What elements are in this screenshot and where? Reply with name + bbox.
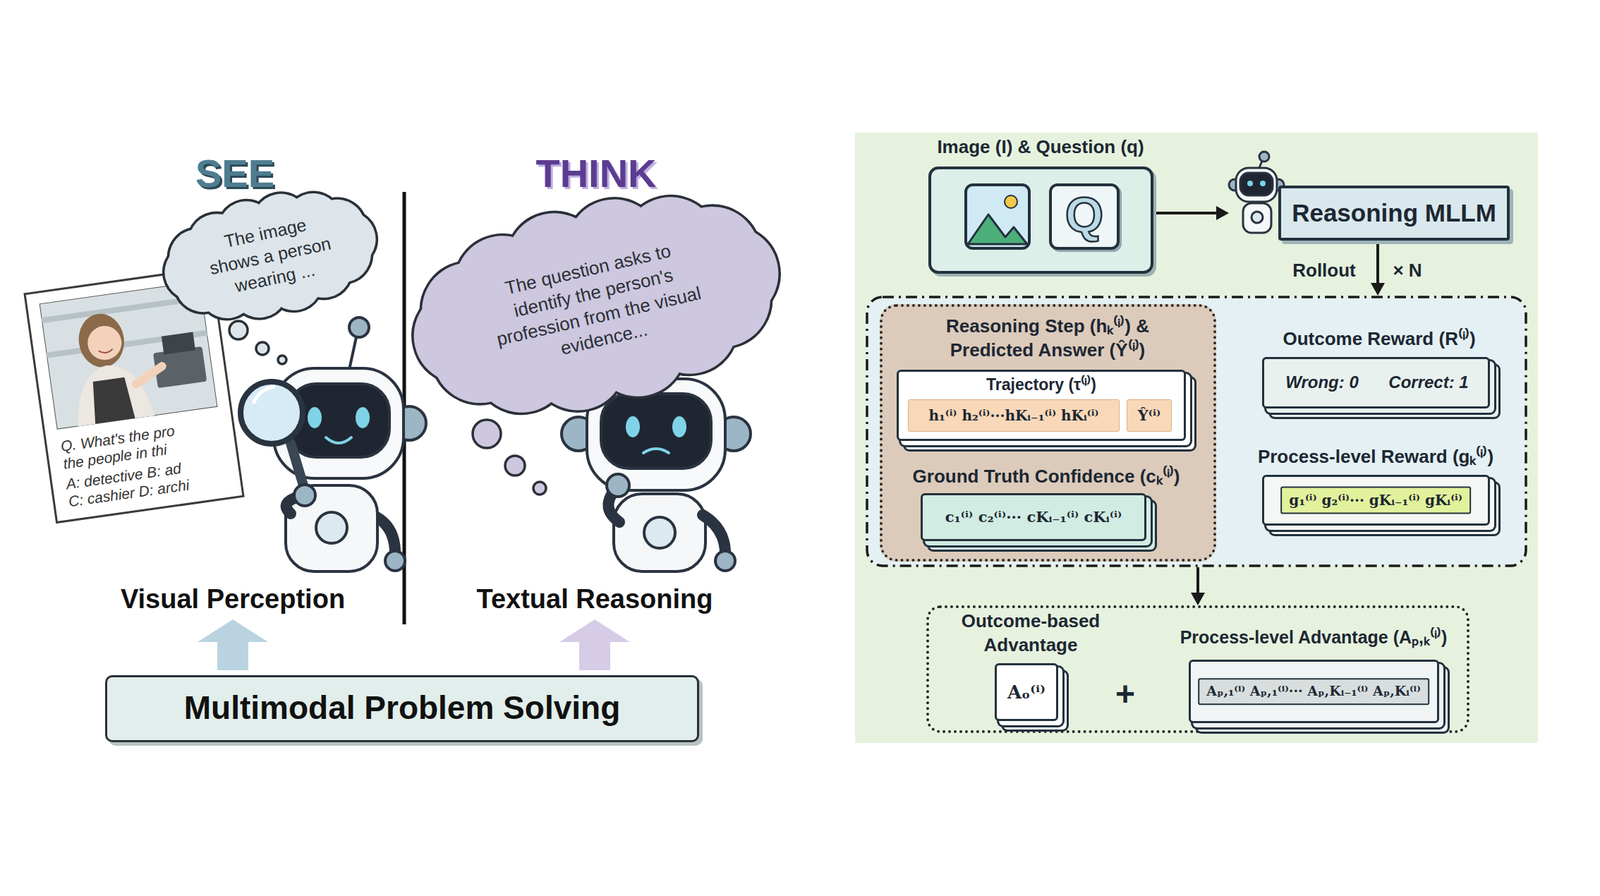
image-icon [964,183,1031,250]
advantage-region: +Outcome-based AdvantageAₒ⁽ⁱ⁾Process-lev… [926,605,1470,733]
node-subtext: Wrong: 0 [1285,371,1359,393]
trajectory-card: Trajectory (τ⁽ⁱ⁾) h₁⁽ⁱ⁾ h₂⁽ⁱ⁾···hKᵢ₋₁⁽ⁱ⁾ … [896,369,1186,441]
rollout-region: Rollout× NReasoning Step (hₖ⁽ⁱ⁾) & Predi… [865,295,1528,568]
node-text: Process-level Reward (gₖ⁽ⁱ⁾) [1257,445,1494,469]
node-text: Trajectory (τ⁽ⁱ⁾) [986,374,1097,396]
robot-figure [240,317,427,572]
node-subtext: Aₚ,₁⁽ⁱ⁾ Aₚ,₁⁽ⁱ⁾··· Aₚ,Kᵢ₋₁⁽ⁱ⁾ Aₚ,Kᵢ⁽ⁱ⁾ [1197,677,1430,705]
arrow-line [1196,567,1200,595]
node-text: Multimodal Problem Solving [184,687,621,729]
input-box: Image (I) & Question (q)Q [928,166,1154,274]
node-text: Ground Truth Confidence (cₖ⁽ⁱ⁾) [912,464,1181,489]
model-box: Reasoning MLLM [1228,185,1510,241]
node-text: Q [1065,190,1104,240]
node-text: Reasoning MLLM [1291,197,1497,229]
reward-card: Outcome Reward (R⁽ⁱ⁾)Wrong: 0Correct: 1 [1262,356,1490,409]
node-subtext: Correct: 1 [1388,371,1469,393]
node-text: + [1115,673,1136,716]
capability-label: Textual Reasoning [476,584,713,615]
arrow-line [1153,211,1218,215]
up-arrow [559,619,630,671]
confidence-card: Ground Truth Confidence (cₖ⁽ⁱ⁾)c₁⁽ⁱ⁾ c₂⁽… [920,493,1147,542]
thought-cloud: The image shows a person wearing ... [154,177,386,336]
arrow-head [1216,205,1229,221]
section-heading: SEE [195,151,275,196]
step-bar: h₁⁽ⁱ⁾ h₂⁽ⁱ⁾···hKᵢ₋₁⁽ⁱ⁾ hKᵢ⁽ⁱ⁾ [907,399,1120,432]
node-text: h₁⁽ⁱ⁾ h₂⁽ⁱ⁾···hKᵢ₋₁⁽ⁱ⁾ hKᵢ⁽ⁱ⁾ [929,407,1100,425]
node-text: Process-level Advantage (Aₚ,ₖ⁽ⁱ⁾) [1180,626,1448,649]
flow-arrow [1153,205,1229,221]
advantage-card: Process-level Advantage (Aₚ,ₖ⁽ⁱ⁾)Aₚ,₁⁽ⁱ⁾… [1188,659,1440,724]
reward-card: Process-level Reward (gₖ⁽ⁱ⁾)g₁⁽ⁱ⁾ g₂⁽ⁱ⁾·… [1262,474,1490,526]
answer-box: Ŷ⁽ⁱ⁾ [1126,399,1172,432]
task-box: Multimodal Problem Solving [105,675,700,743]
node-subtext: c₁⁽ⁱ⁾ c₂⁽ⁱ⁾··· cKᵢ₋₁⁽ⁱ⁾ cKᵢ⁽ⁱ⁾ [945,507,1122,527]
node-text: Rollout [1292,258,1356,283]
up-arrow [197,619,269,671]
reasoning-region: Reasoning Step (hₖ⁽ⁱ⁾) & Predicted Answe… [879,304,1217,562]
arrow-head [1370,282,1385,296]
flow-arrow [1370,240,1385,296]
section-heading: THINK [535,151,657,196]
node-text: Reasoning Step (hₖ⁽ⁱ⁾) & Predicted Answe… [906,314,1189,363]
arrow-line [1376,240,1380,285]
arrow-head [1190,592,1205,606]
node-subtext: g₁⁽ⁱ⁾ g₂⁽ⁱ⁾··· gKᵢ₋₁⁽ⁱ⁾ gKᵢ⁽ⁱ⁾ [1280,486,1471,515]
flow-arrow [1190,567,1205,606]
node-text: Outcome-based Advantage [949,609,1112,658]
node-subtext: × N [1392,258,1422,283]
advantage-card: Outcome-based AdvantageAₒ⁽ⁱ⁾ [994,663,1059,721]
question-icon: Q [1049,183,1120,250]
panel-background [855,132,1538,743]
node-text: Image (I) & Question (q) [936,135,1144,159]
capability-label: Visual Perception [120,584,345,615]
node-text: Ŷ⁽ⁱ⁾ [1137,406,1162,425]
node-subtext: Aₒ⁽ⁱ⁾ [1007,680,1046,705]
robot-icon [1228,151,1284,233]
node-text: Outcome Reward (R⁽ⁱ⁾) [1282,327,1476,351]
thought-cloud: The question asks to identify the person… [395,167,798,443]
